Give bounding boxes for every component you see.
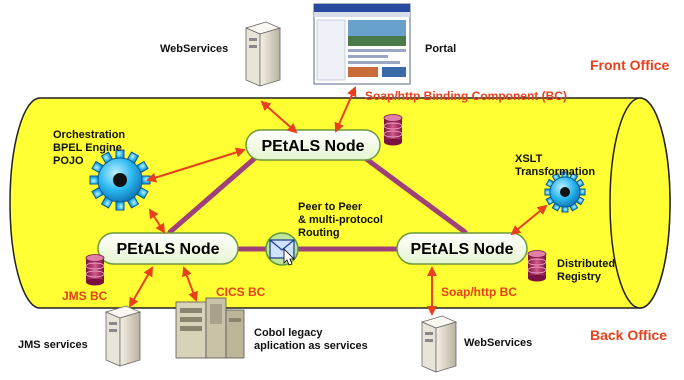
petals-node-top-label: PEtALS Node	[261, 138, 364, 155]
back-office-label: Back Office	[590, 327, 667, 343]
arrow-cics	[182, 266, 198, 302]
link-top-right	[362, 155, 468, 235]
cics-bc-label: CICS BC	[216, 285, 266, 299]
database-icon-left	[85, 254, 105, 286]
petals-node-right-label: PEtALS Node	[410, 241, 513, 258]
soap-bc-bottom-label: Soap/http BC	[441, 285, 517, 299]
distributed-label-1: Distributed	[557, 258, 615, 270]
front-office-label: Front Office	[590, 57, 670, 73]
connection-arrows	[128, 86, 548, 316]
peer-label-2: & multi-protocol	[298, 214, 383, 226]
soap-bc-top-label: Soap/http Binding Component (BC)	[365, 89, 567, 103]
cobol-label-2: aplication as services	[254, 340, 368, 352]
arrow-orchestration	[146, 147, 246, 183]
cobol-label-1: Cobol legacy	[254, 327, 323, 339]
arrow-jms	[128, 266, 154, 308]
xslt-label-2: Transformation	[515, 166, 595, 178]
envelope-icon	[265, 232, 299, 266]
orchestration-label-2: BPEL Engine	[53, 142, 122, 154]
mainframe-icon	[175, 297, 245, 359]
arrow-xslt	[510, 204, 548, 236]
petals-node-right[interactable]: PEtALS Node	[396, 232, 528, 265]
arrow-portal	[334, 86, 357, 133]
xslt-gear-icon	[544, 171, 586, 213]
database-icon-top	[383, 114, 403, 146]
peer-label-3: Routing	[298, 227, 340, 239]
orchestration-gear-icon	[89, 149, 151, 211]
orchestration-label-1: Orchestration	[53, 129, 125, 141]
distributed-label-2: Registry	[557, 271, 602, 283]
portal-label: Portal	[425, 43, 456, 55]
arrow-orchestration-left	[148, 208, 166, 234]
webservices-bottom-label: WebServices	[464, 337, 532, 349]
server-icon-webservices-top	[244, 21, 282, 87]
server-icon-webservices-bottom	[420, 315, 458, 373]
jms-bc-label: JMS BC	[62, 289, 108, 303]
petals-node-left-label: PEtALS Node	[116, 241, 219, 258]
petals-node-top[interactable]: PEtALS Node	[245, 129, 381, 161]
portal-browser-icon	[313, 3, 411, 85]
jms-services-label: JMS services	[18, 339, 88, 351]
peer-label-1: Peer to Peer	[298, 201, 363, 213]
database-icon-right	[527, 250, 547, 282]
arrow-webservices-top	[260, 100, 298, 134]
server-icon-jms	[104, 305, 142, 367]
xslt-label-1: XSLT	[515, 153, 543, 165]
webservices-top-label: WebServices	[160, 43, 228, 55]
petals-node-left[interactable]: PEtALS Node	[97, 232, 239, 265]
orchestration-label-3: POJO	[53, 155, 84, 167]
